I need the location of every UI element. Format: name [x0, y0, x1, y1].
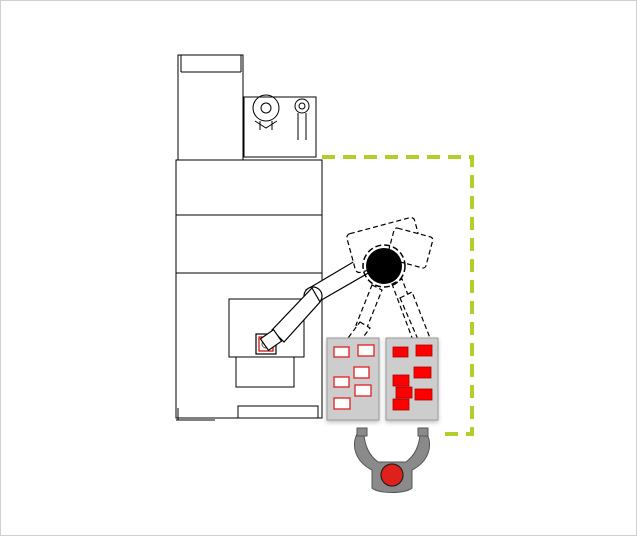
operator-icon — [354, 427, 430, 493]
machine-tool-icon — [175, 54, 323, 421]
raw-parts-tray-icon — [326, 337, 380, 421]
finished-parts-tray-icon — [385, 337, 439, 421]
safety-fence-icon — [322, 155, 474, 436]
